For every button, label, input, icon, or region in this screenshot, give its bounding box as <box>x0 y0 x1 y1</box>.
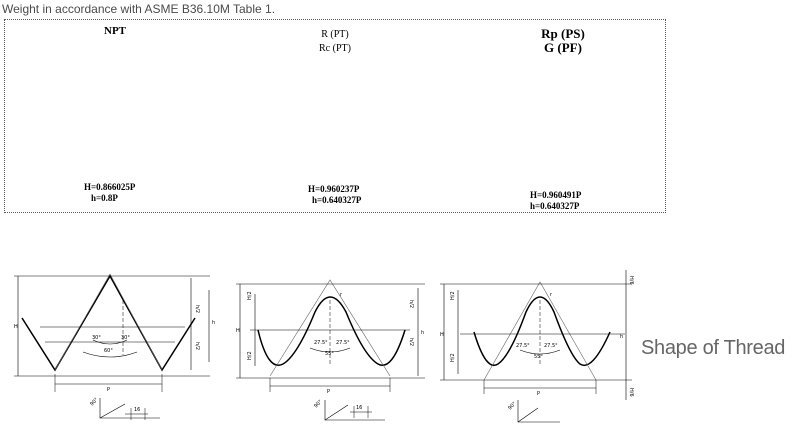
pt-half-H-lower: H/2 <box>247 351 253 360</box>
pt-pitch-label: P <box>327 389 330 395</box>
pt-formula-H: H=0.960237P <box>308 184 360 194</box>
ps-sixth-H-lower: H/6 <box>628 388 634 397</box>
ps-sixth-H-upper: H/6 <box>628 276 634 285</box>
pt-taper-angle: 90° <box>313 399 324 410</box>
pt-title-line-2: Rc (PT) <box>319 43 351 54</box>
pt-angle-right: 27.5° <box>336 340 350 346</box>
pt-angle-left: 27.5° <box>314 340 328 346</box>
npt-taper-ratio: 16 <box>134 407 140 413</box>
npt-angle-total: 60° <box>104 348 113 354</box>
pt-formula-h: h=0.640327P <box>312 195 362 205</box>
ps-height-H-label: H <box>440 332 444 338</box>
npt-thread-figure <box>14 273 210 420</box>
ps-angle-total: 55° <box>534 354 543 360</box>
pt-thread-figure <box>236 279 425 421</box>
npt-formula: H=0.866025P h=0.8P <box>84 182 135 204</box>
ps-angle-right: 27.5° <box>544 343 558 349</box>
ps-height-h-label: h <box>620 334 623 340</box>
npt-angle-left: 30° <box>92 335 101 341</box>
ps-half-H-lower: H/2 <box>450 353 456 362</box>
npt-taper-angle: 90° <box>89 397 100 408</box>
npt-pitch-label: P <box>107 387 110 393</box>
npt-title-line: NPT <box>104 25 126 37</box>
npt-formula-H: H=0.866025P <box>84 182 136 192</box>
ps-title-line-2: G (PF) <box>544 40 582 55</box>
pt-half-H-upper: H/2 <box>247 291 253 300</box>
ps-formula: H=0.960491P h=0.640327P <box>530 190 581 212</box>
pt-title: R (PT) Rc (PT) <box>305 28 365 56</box>
shape-of-thread-label: Shape of Thread <box>641 337 786 359</box>
pt-angle-total: 55° <box>325 351 334 357</box>
npt-title: NPT <box>90 24 140 38</box>
ps-angle-left: 27.5° <box>516 343 530 349</box>
npt-height-h-label: h <box>212 320 215 326</box>
pt-height-h-label: h <box>421 330 424 336</box>
ps-thread-figure <box>440 270 632 423</box>
ps-half-H-upper: H/2 <box>450 291 456 300</box>
npt-formula-h: h=0.8P <box>91 193 118 203</box>
ps-radius-label: r <box>550 292 553 298</box>
pt-radius-label: r <box>340 292 343 298</box>
npt-half-h-lower: h/2 <box>194 342 200 350</box>
npt-height-H-label: H <box>14 324 18 330</box>
thread-standards-table <box>4 19 666 213</box>
pt-half-h-lower: h/2 <box>408 338 414 346</box>
caption: Weight in accordance with ASME B36.10M T… <box>2 2 276 16</box>
npt-half-h-upper: h/2 <box>194 305 200 313</box>
ps-pitch-label: P <box>537 391 540 397</box>
ps-taper-angle: 90° <box>507 401 518 412</box>
ps-title-line-1: Rp (PS) <box>541 26 585 41</box>
ps-formula-H: H=0.960491P <box>530 190 582 200</box>
npt-angle-right: 30° <box>121 335 130 341</box>
pt-formula: H=0.960237P h=0.640327P <box>308 184 361 206</box>
pt-taper-ratio: 16 <box>356 405 362 411</box>
pt-half-h-upper: h/2 <box>408 300 414 308</box>
ps-formula-h: h=0.640327P <box>530 201 580 211</box>
ps-title: Rp (PS) G (PF) <box>528 27 598 55</box>
pt-height-H-label: H <box>236 328 240 334</box>
pt-title-line-1: R (PT) <box>321 29 349 40</box>
